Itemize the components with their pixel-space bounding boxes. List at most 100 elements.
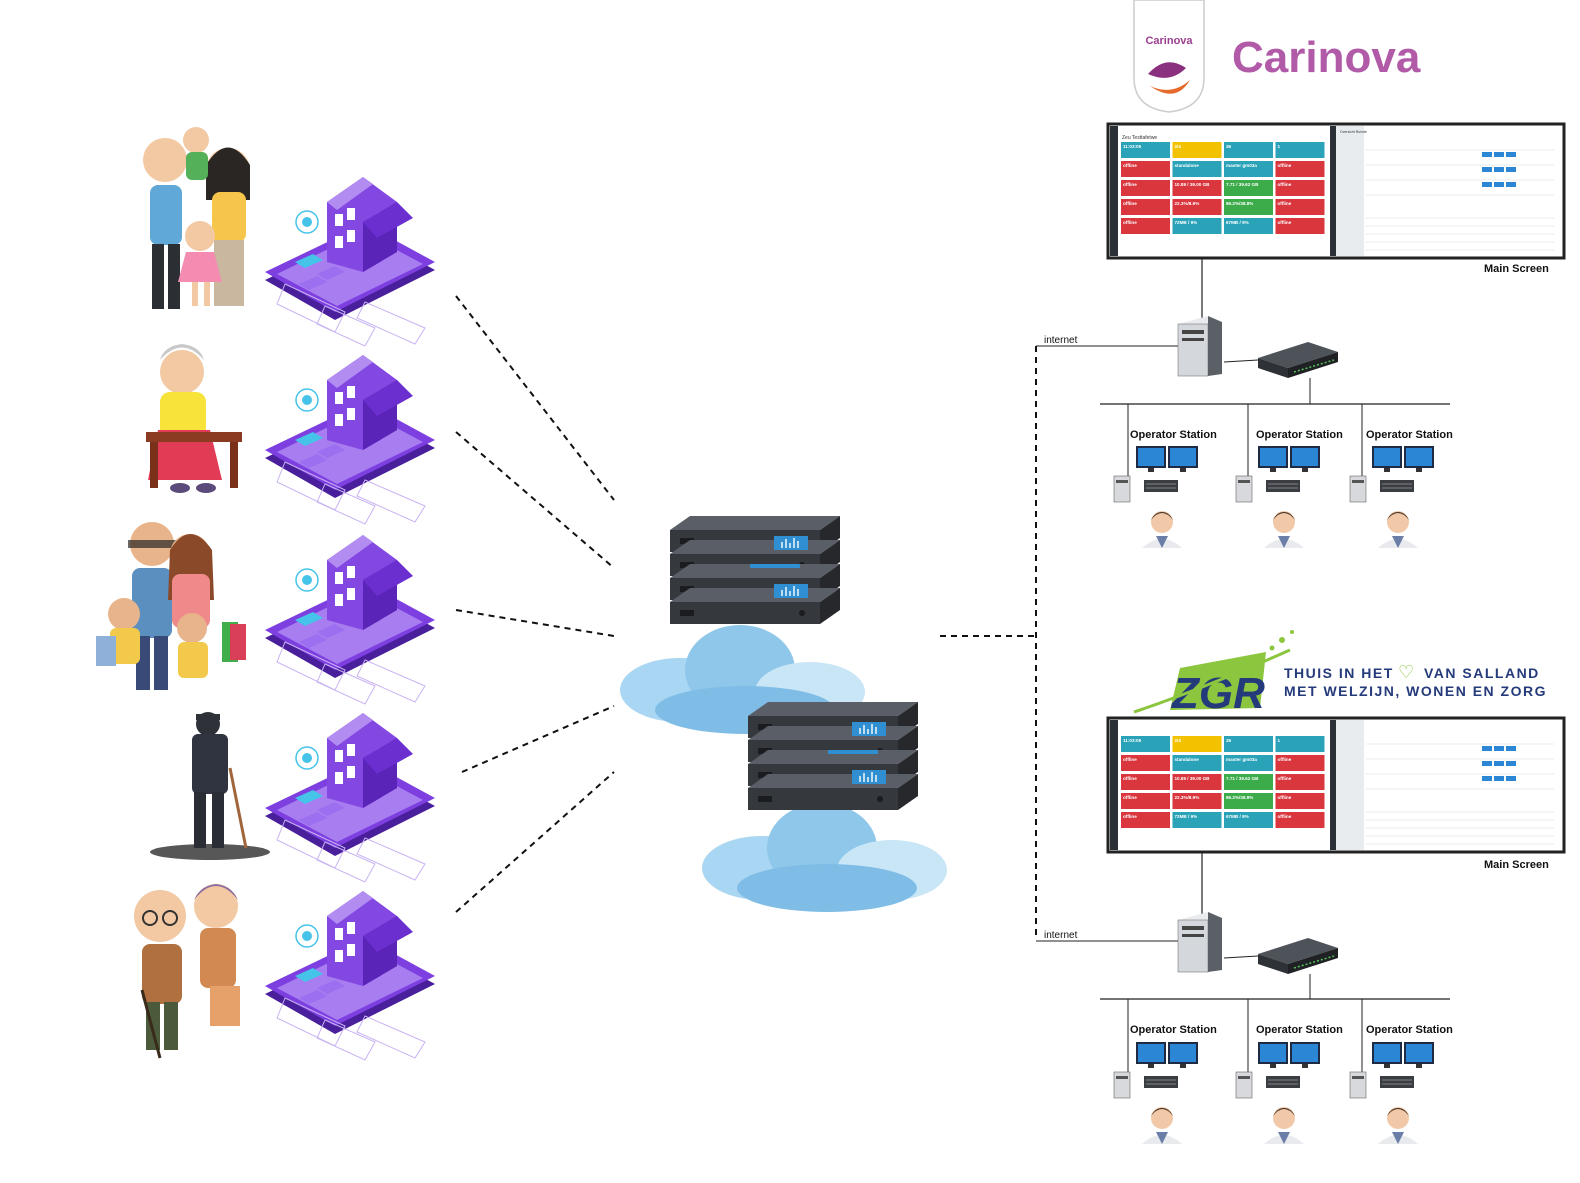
status-tile-value: 2/4 [1175,144,1182,149]
status-tile-value: 1 [1278,144,1281,149]
carinova-shield-text: Carinova [1145,35,1193,47]
elderly-man-illustration [150,712,270,860]
status-tile-value: 22.3%/8.9% [1175,201,1200,206]
status-tile-value: offline [1278,163,1292,168]
elderly-couple-illustration [134,884,240,1058]
operator-person-icon [1378,511,1418,548]
status-tile-value: master gm03a [1226,757,1257,762]
smart-home-app-icon [265,891,435,1060]
status-tile-value: 86.2%/38.8% [1226,201,1253,206]
status-tile-value: 7.71 / 39.62 GB [1226,182,1259,187]
grandmother-illustration [146,344,242,493]
status-tile [1224,142,1273,158]
status-tile-value: standalone [1175,163,1200,168]
main-screen-label: Main Screen [1484,263,1549,275]
family-illustration [143,127,250,309]
workstation-icon [1114,446,1198,502]
carinova-name: Carinova [1232,33,1421,82]
status-tile-value: 1 [1278,738,1281,743]
operator-person-icon [1264,1107,1304,1144]
status-tile-value: offline [1123,220,1137,225]
status-tile-value: 86.2%/38.8% [1226,795,1253,800]
carinova-logo: Carinova Carinova [1134,0,1421,112]
operator-station: Operator Station [1350,1024,1453,1144]
workstation-icon [1350,446,1434,502]
internet-label: internet [1044,930,1078,941]
server-stack-icon [670,516,840,624]
operator-station-label: Operator Station [1366,429,1453,441]
status-tile-value: standalone [1175,757,1200,762]
status-tile-value: 2/4 [1175,738,1182,743]
resident-links [456,296,614,912]
dashboard-title: Zeu Testtafetwe [1122,135,1157,141]
status-tile [1224,736,1273,752]
status-tile-value: master gm03a [1226,163,1257,168]
family-illustration [96,522,246,690]
status-tile-value: offline [1278,795,1292,800]
network-switch-icon [1258,938,1338,974]
status-tile-value: offline [1278,776,1292,781]
heart-icon: ♡ [1398,662,1414,682]
link-line [456,432,614,568]
workstation-icon [1350,1042,1434,1098]
internet-label: internet [1044,335,1078,346]
server-stack-icon [748,702,918,810]
status-tile-value: 72MB / 9% [1175,220,1198,225]
smart-home-app-icon [265,177,435,346]
backbone-link [940,346,1036,940]
operator-station-label: Operator Station [1366,1024,1453,1036]
status-tile-value: 11:03:05 [1123,144,1142,149]
status-tile-value: offline [1123,757,1137,762]
dashboard-side-title: Overzicht Ruimte [1340,130,1367,134]
smart-home-app-icon [265,355,435,524]
zgr-tagline-1b: VAN SALLAND [1424,665,1540,681]
cloud-servers [620,516,947,912]
operator-station: Operator Station [1114,429,1217,548]
link-line [456,296,614,500]
status-tile-value: offline [1278,182,1292,187]
zgr-tagline-2: MET WELZIJN, WONEN EN ZORG [1284,683,1547,699]
operator-station: Operator Station [1350,429,1453,548]
operator-person-icon [1142,1107,1182,1144]
status-tile-value: offline [1123,163,1137,168]
network-switch-icon [1258,342,1338,378]
status-tile-value: offline [1278,201,1292,206]
cloud-icon [702,803,947,912]
operator-station-label: Operator Station [1256,1024,1343,1036]
zgr-logo: ZGR THUIS IN HET ♡ VAN SALLAND MET WELZI… [1134,630,1547,718]
link-line [456,772,614,912]
smart-home-app-icon [265,713,435,882]
workstation-icon [1236,446,1320,502]
status-tile-value: 11:03:05 [1123,738,1142,743]
carinova-branch: Carinova Carinova Zeu Testtafetwe Overzi… [1036,0,1564,548]
zgr-tagline-1a: THUIS IN HET [1284,665,1394,681]
status-tile [1276,736,1325,752]
status-tile-value: offline [1123,795,1137,800]
status-tile-value: 36 [1226,144,1232,149]
status-tile-value: 10.89 / 39.00 GB [1175,776,1211,781]
operator-person-icon [1264,511,1304,548]
link-line [462,706,614,772]
status-tile-value: offline [1278,814,1292,819]
server-tower-icon [1178,316,1222,376]
smart-home-app-icon [265,535,435,704]
status-tile-value: offline [1123,182,1137,187]
operator-person-icon [1378,1107,1418,1144]
status-tile-value: 67MB / 9% [1226,814,1249,819]
workstation-icon [1114,1042,1198,1098]
operator-station: Operator Station [1236,1024,1343,1144]
link-line [456,610,614,636]
status-tile-value: 67MB / 9% [1226,220,1249,225]
status-tile [1276,142,1325,158]
status-tile-value: offline [1278,757,1292,762]
operator-station: Operator Station [1236,429,1343,548]
server-tower-icon [1178,912,1222,972]
operator-station-label: Operator Station [1130,429,1217,441]
main-screen-label: Main Screen [1484,859,1549,871]
zgr-branch: ZGR THUIS IN HET ♡ VAN SALLAND MET WELZI… [1036,630,1564,1144]
operator-station-label: Operator Station [1130,1024,1217,1036]
status-tile-value: offline [1278,220,1292,225]
operator-station: Operator Station [1114,1024,1217,1144]
